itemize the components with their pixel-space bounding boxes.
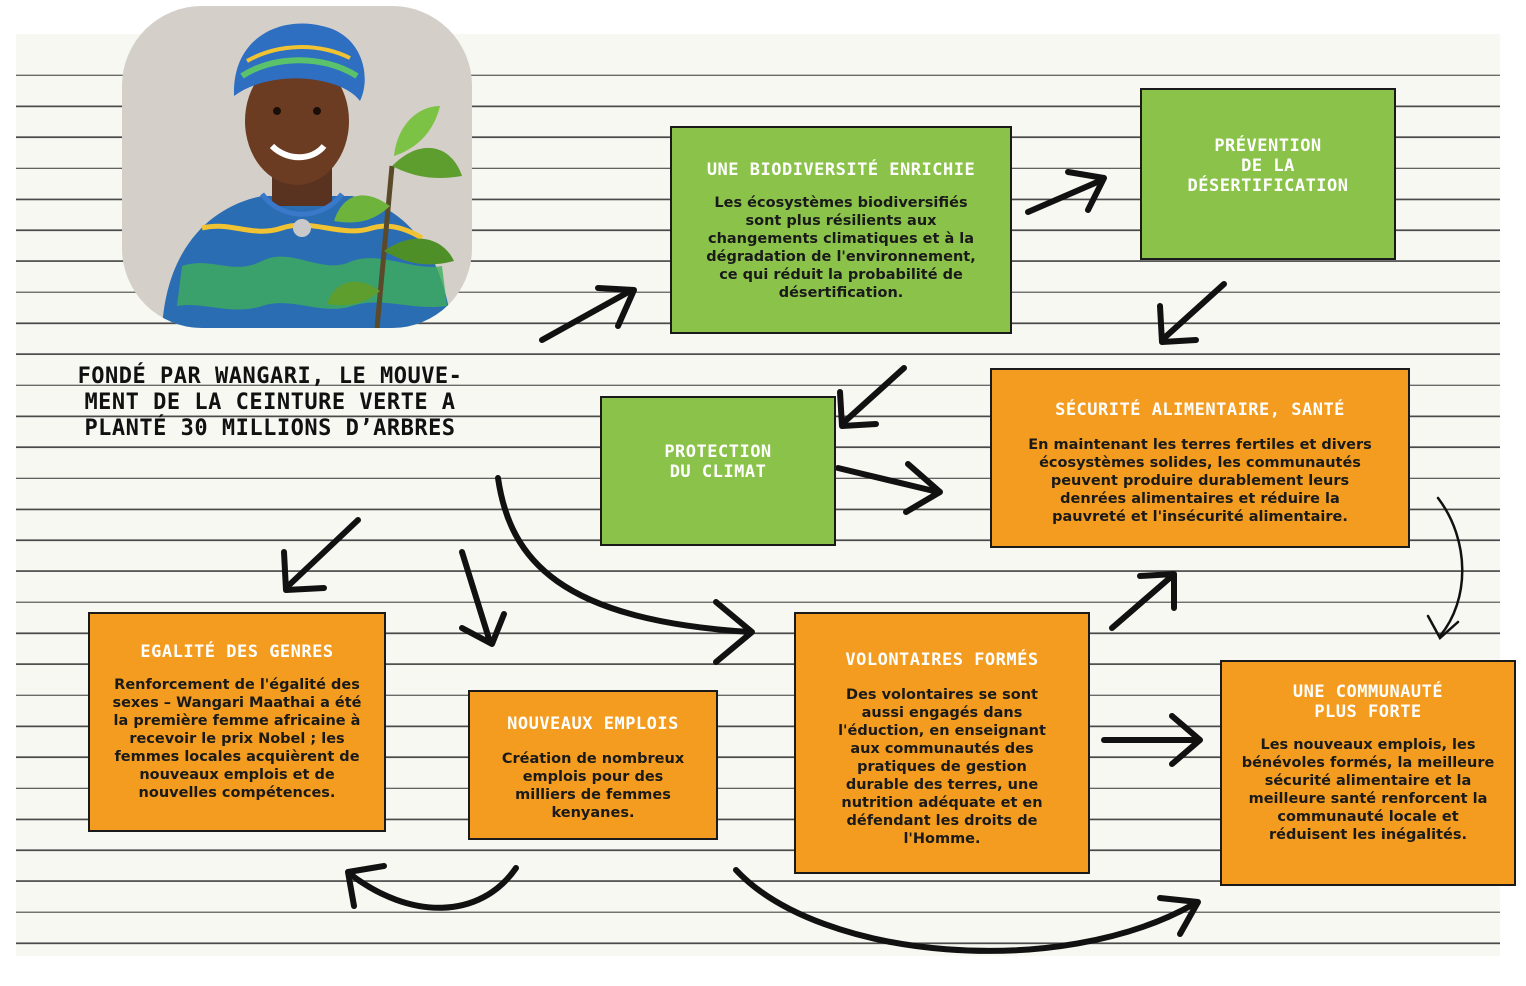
arrow-to-biodiversite xyxy=(539,285,637,343)
box-emplois: NOUVEAUX EMPLOIS Création de nombreux em… xyxy=(468,690,718,840)
arrow-emplois-to-egalite xyxy=(345,863,519,911)
arrow-securite-to-communaute xyxy=(1426,496,1464,640)
arrow-to-desertification xyxy=(1025,169,1107,215)
box-securite-title: SÉCURITÉ ALIMENTAIRE, SANTÉ xyxy=(1055,400,1345,420)
arrow-to-emplois xyxy=(459,549,507,647)
box-egalite-title: EGALITÉ DES GENRES xyxy=(140,642,334,662)
arrow-volontaires-to-communaute xyxy=(1101,713,1203,767)
box-desertification-title: PRÉVENTION DE LA DÉSERTIFICATION xyxy=(1187,136,1349,196)
box-communaute-text: Les nouveaux emplois, les bénévoles form… xyxy=(1241,737,1495,843)
box-securite-text: En maintenant les terres fertiles et div… xyxy=(1028,437,1372,525)
headline: FONDÉ PAR WANGARI, LE MOUVE- MENT DE LA … xyxy=(77,364,463,441)
box-egalite: EGALITÉ DES GENRES Renforcement de l'éga… xyxy=(88,612,386,832)
arrow-volontaires-to-communaute-bottom xyxy=(733,867,1201,954)
arrow-to-securite-from-desert xyxy=(1157,281,1227,345)
box-volontaires-title: VOLONTAIRES FORMÉS xyxy=(845,650,1039,670)
box-biodiversite-text: Les écosystèmes biodiversifiés sont plus… xyxy=(706,195,976,301)
box-volontaires-text: Des volontaires se sont aussi engagés da… xyxy=(838,687,1046,847)
box-desertification: PRÉVENTION DE LA DÉSERTIFICATION xyxy=(1140,88,1396,260)
arrow-volontaires-to-securite xyxy=(1109,571,1177,631)
box-climat: PROTECTION DU CLIMAT xyxy=(600,396,836,546)
arrow-to-egalite xyxy=(281,517,361,593)
paper-bottom-notch xyxy=(16,962,430,986)
wangari-maathai-photo xyxy=(122,6,472,328)
box-climat-title: PROTECTION DU CLIMAT xyxy=(664,442,772,482)
arrow-climat-to-securite xyxy=(835,461,943,515)
box-emplois-title: NOUVEAUX EMPLOIS xyxy=(507,714,679,734)
box-emplois-text: Création de nombreux emplois pour des mi… xyxy=(501,751,685,821)
box-securite: SÉCURITÉ ALIMENTAIRE, SANTÉ En maintenan… xyxy=(990,368,1410,548)
box-volontaires: VOLONTAIRES FORMÉS Des volontaires se so… xyxy=(794,612,1090,874)
box-communaute: UNE COMMUNAUTÉ PLUS FORTE Les nouveaux e… xyxy=(1220,660,1516,886)
box-biodiversite-title: UNE BIODIVERSITÉ ENRICHIE xyxy=(706,160,976,180)
box-communaute-title: UNE COMMUNAUTÉ PLUS FORTE xyxy=(1292,682,1444,722)
arrow-to-climat xyxy=(837,365,907,429)
box-egalite-text: Renforcement de l'égalité des sexes – Wa… xyxy=(112,677,362,801)
box-biodiversite: UNE BIODIVERSITÉ ENRICHIE Les écosystème… xyxy=(670,126,1012,334)
arrow-to-volontaires xyxy=(495,475,755,665)
